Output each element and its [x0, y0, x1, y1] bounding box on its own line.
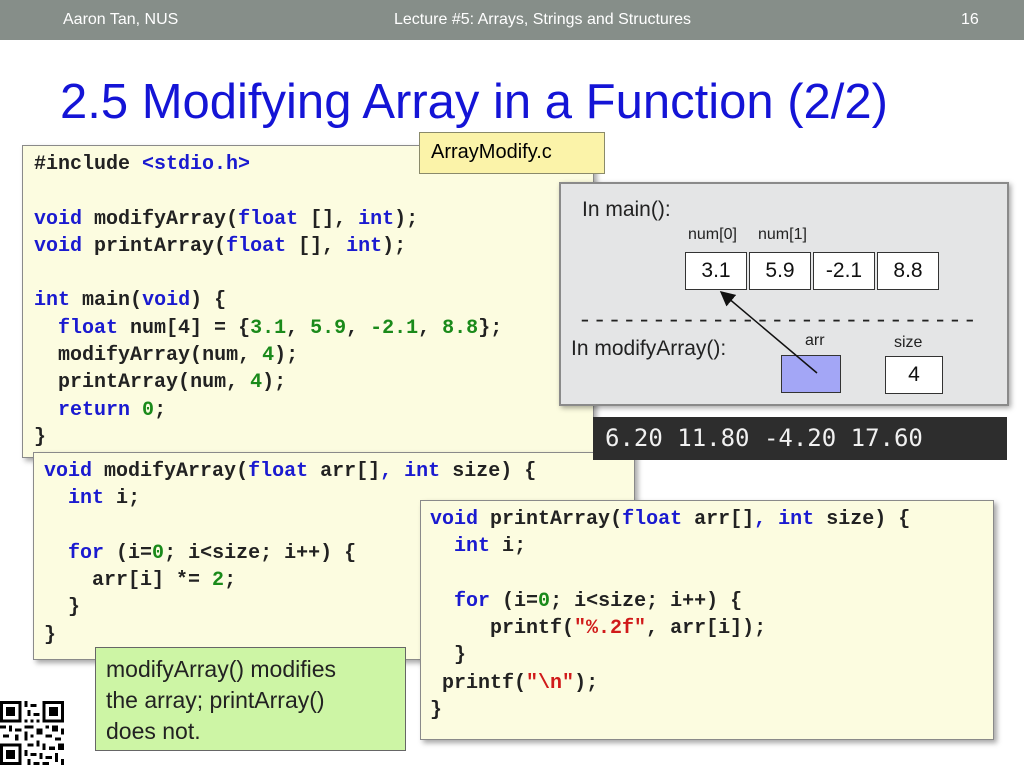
- note-callout: modifyArray() modifies the array; printA…: [95, 647, 406, 751]
- size-label: size: [894, 334, 923, 351]
- modify-scope-label: In modifyArray():: [571, 337, 727, 360]
- arr-label: arr: [805, 332, 825, 349]
- main-signature-line: int main(void) {: [34, 289, 227, 313]
- main-scope-label: In main():: [582, 198, 671, 221]
- qr-code-icon: [0, 701, 64, 765]
- lecture-title: Lecture #5: Arrays, Strings and Structur…: [394, 11, 692, 28]
- program-output: 6.20 11.80 -4.20 17.60: [593, 417, 1007, 460]
- index-label-1: num[1]: [758, 226, 807, 243]
- print-array-code-box: void printArray(float arr[], int size) {…: [420, 500, 994, 740]
- memory-diagram: In main(): num[0] num[1] 3.1 5.9 -2.1 8.…: [559, 182, 1009, 406]
- slide-header: Aaron Tan, NUS Lecture #5: Arrays, Strin…: [0, 0, 1024, 40]
- arr-pointer-cell: [781, 355, 841, 393]
- array-cell: 3.1: [685, 252, 747, 290]
- modify-array-code: void modifyArray(float arr[], int size) …: [44, 460, 537, 647]
- return-line: return 0;: [58, 398, 167, 422]
- modify-for-line: for (i=0; i<size; i++) {: [68, 541, 357, 565]
- modify-signature-line: void modifyArray(float arr[], int size) …: [44, 460, 537, 483]
- print-for-line: for (i=0; i<size; i++) {: [454, 589, 743, 613]
- main-code-box: #include <stdio.h> void modifyArray(floa…: [22, 145, 594, 458]
- modify-decl-line: int i;: [68, 487, 141, 511]
- author-label: Aaron Tan, NUS: [63, 11, 179, 28]
- main-code: #include <stdio.h> void modifyArray(floa…: [34, 153, 503, 449]
- modify-call-line: modifyArray(num, 4);: [58, 344, 299, 368]
- print-signature-line: void printArray(float arr[], int size) {: [430, 508, 911, 531]
- array-cell: 5.9: [749, 252, 811, 290]
- array-cell: 8.8: [877, 252, 939, 290]
- array-decl-line: float num[4] = {3.1, 5.9, -2.1, 8.8};: [58, 316, 503, 340]
- print-decl-line: int i;: [454, 535, 527, 559]
- array-cell: -2.1: [813, 252, 875, 290]
- scope-separator: ---------------------------: [578, 308, 978, 334]
- note-line: does not.: [106, 718, 201, 744]
- arr-pointer-arrow: [719, 291, 818, 374]
- size-cell: 4: [885, 356, 943, 394]
- filename-label: ArrayModify.c: [419, 132, 605, 174]
- print-call-line: printArray(num, 4);: [58, 371, 287, 395]
- proto-modify-line: void modifyArray(float [], int);: [34, 207, 419, 231]
- print-array-code: void printArray(float arr[], int size) {…: [430, 508, 911, 723]
- index-label-0: num[0]: [688, 226, 737, 243]
- note-line: modifyArray() modifies: [106, 656, 337, 682]
- printf-line: printf("%.2f", arr[i]);: [490, 617, 767, 641]
- page-number: 16: [961, 11, 979, 28]
- include-line: #include <stdio.h>: [34, 153, 251, 176]
- slide-title: 2.5 Modifying Array in a Function (2/2): [60, 75, 888, 129]
- proto-print-line: void printArray(float [], int);: [34, 234, 407, 258]
- note-line: the array; printArray(): [106, 687, 325, 713]
- printf-newline-line: printf("\n");: [442, 671, 599, 695]
- modify-body-line: arr[i] *= 2;: [92, 569, 237, 593]
